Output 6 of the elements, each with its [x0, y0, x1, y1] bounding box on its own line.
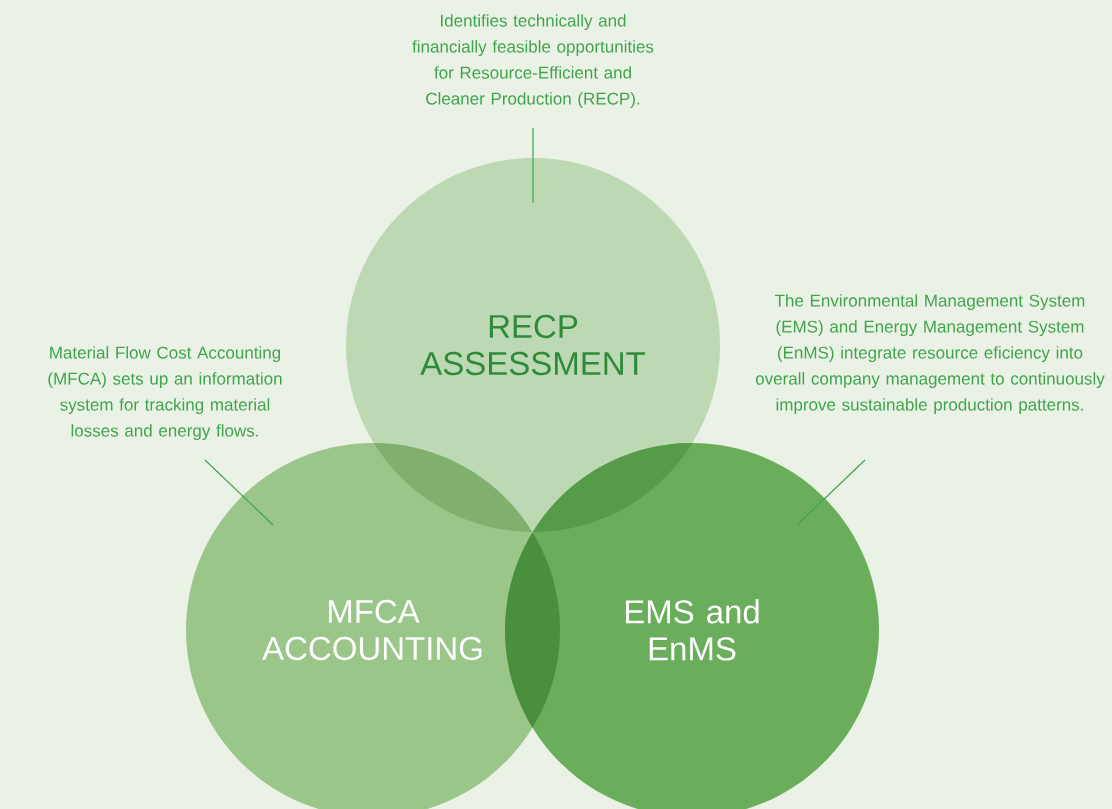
annotation-text: Material Flow Cost Accounting (MFCA) sets up an information system for tracking material losses and energy flows. [48, 346, 282, 441]
annotation-text: The Environmental Management System (EMS) and Energy Management System (EnMS) integrate resource eficiency into overall company management to continuously improve sustainable production patterns. [755, 294, 1105, 415]
leader-line [204, 459, 274, 526]
leader-line [796, 459, 866, 526]
leader-line [532, 127, 534, 204]
annotation-text: Identifies technically and financially feasible opportunities for Resource-Efficient and Cleaner Production (RECP). [412, 14, 654, 108]
